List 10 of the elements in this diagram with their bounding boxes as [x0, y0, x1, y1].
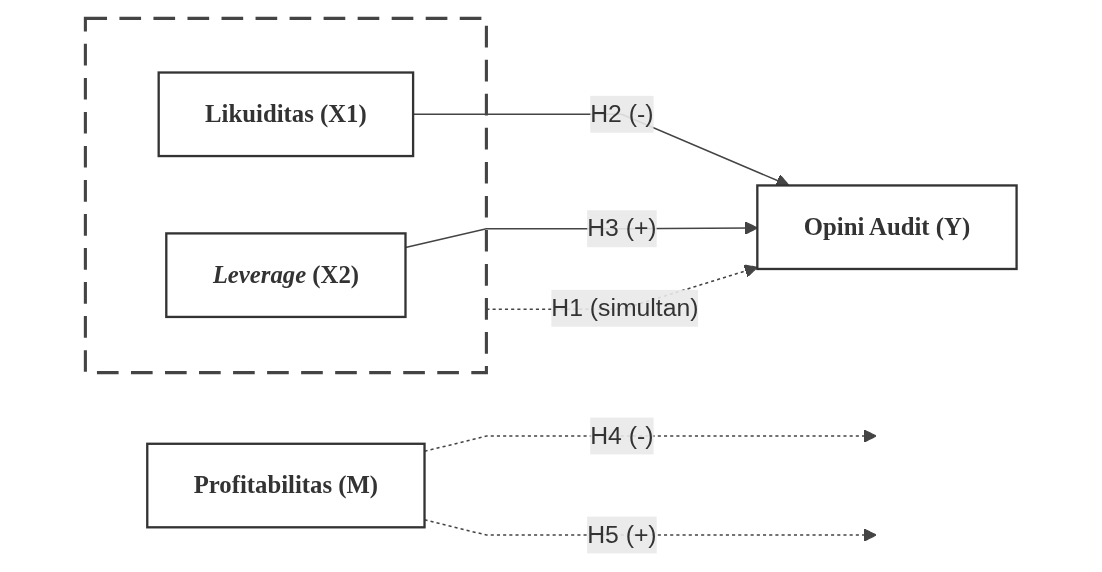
node-box: Opini Audit (Y)	[756, 184, 1018, 271]
edge-label: H2 (-)	[590, 100, 654, 127]
edge-label: H5 (+)	[587, 521, 657, 548]
edge-label: H4 (-)	[590, 422, 654, 449]
edge-label: H3 (+)	[587, 214, 657, 242]
node-box: Likuiditas (X1)	[157, 71, 415, 158]
cluster	[83, 16, 488, 375]
node-box: Profitabilitas (M)	[146, 442, 426, 529]
edge-label: H1 (simultan)	[551, 294, 699, 321]
node-box: Leverage (X2)	[165, 232, 407, 319]
